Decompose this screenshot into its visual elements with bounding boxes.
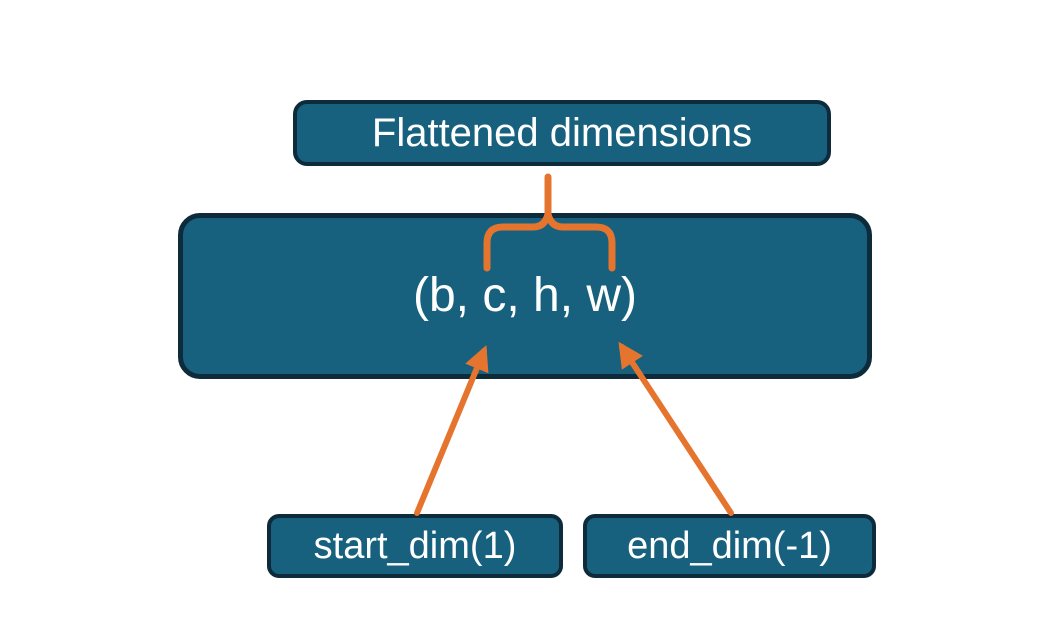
end-dim-box: end_dim(-1) <box>583 514 876 578</box>
tensor-shape-box: (b, c, h, w) <box>178 213 872 379</box>
flattened-dimensions-box: Flattened dimensions <box>293 100 831 166</box>
start-dim-box: start_dim(1) <box>267 514 563 578</box>
start-dim-label: start_dim(1) <box>313 525 517 567</box>
tensor-shape-label: (b, c, h, w) <box>412 269 638 322</box>
end-dim-label: end_dim(-1) <box>627 525 832 567</box>
flattened-dimensions-label: Flattened dimensions <box>371 111 753 155</box>
